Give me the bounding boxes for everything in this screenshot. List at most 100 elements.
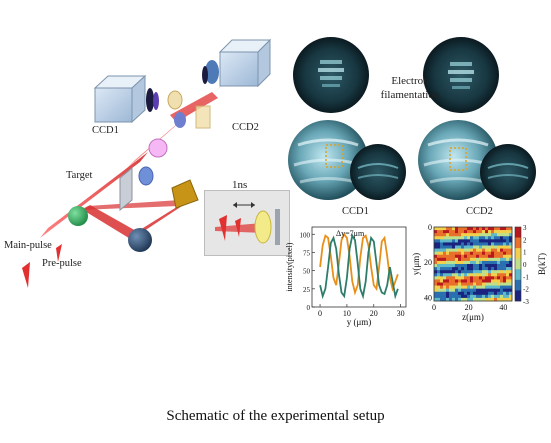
heatmap-cell: [482, 248, 486, 252]
colorbar-tick-label: -2: [523, 286, 529, 294]
heatmap-cell: [497, 251, 501, 256]
line-chart-ytick-label: 100: [300, 231, 311, 239]
heatmap-cell: [503, 279, 507, 283]
heatmap-cell: [506, 273, 510, 277]
heatmap-cell: [482, 282, 486, 286]
heatmap-cell: [437, 291, 441, 296]
heatmap-cell: [473, 260, 477, 265]
heatmap-cell: [449, 236, 453, 240]
heatmap-cell: [443, 297, 447, 302]
heatmap-cell: [500, 248, 504, 252]
heatmap-cell: [449, 285, 453, 289]
heatmap-ytick-label: 20: [424, 258, 432, 267]
heatmap-cell: [434, 260, 438, 265]
heatmap-cell: [443, 254, 447, 259]
heatmap-cell: [464, 227, 468, 231]
heatmap-cell: [506, 267, 510, 271]
heatmap-cell: [494, 251, 498, 256]
heatmap-cell: [485, 288, 489, 293]
heatmap-cell: [497, 245, 501, 249]
heatmap-cell: [500, 254, 504, 259]
heatmap-cell: [509, 242, 513, 246]
heatmap-cell: [473, 276, 477, 280]
heatmap-cell: [443, 285, 447, 289]
heatmap-cell: [449, 239, 453, 243]
heatmap-cell: [473, 245, 477, 249]
heatmap-cell: [503, 236, 507, 240]
heatmap-cell: [482, 239, 486, 243]
heatmap-cell: [476, 276, 480, 280]
heatmap-cell: [458, 276, 462, 280]
heatmap-cell: [464, 248, 468, 252]
heatmap-cell: [440, 242, 444, 246]
heatmap-cell: [458, 294, 462, 299]
heatmap-cell: [488, 260, 492, 265]
heatmap-cell: [494, 254, 498, 259]
ccd1-image: [288, 120, 406, 200]
heatmap-cell: [494, 260, 498, 265]
gold-prism: [171, 179, 199, 209]
colorbar-tick-label: 2: [523, 236, 527, 244]
heatmap-cell: [440, 227, 444, 231]
colorbar-tick-label: 0: [523, 261, 527, 269]
heatmap-cell: [500, 242, 504, 246]
heatmap-cell: [488, 236, 492, 240]
heatmap-cell: [443, 276, 447, 280]
heatmap-cell: [503, 257, 507, 262]
heatmap-cell: [464, 291, 468, 296]
heatmap-cell: [488, 291, 492, 296]
delay-inset: [204, 190, 290, 256]
heatmap-cell: [461, 230, 465, 234]
heatmap-cell: [446, 279, 450, 283]
heatmap-cell: [494, 291, 498, 296]
heatmap-cell: [446, 297, 450, 302]
pre-pulse-wavefront: [56, 244, 62, 262]
heatmap-cell: [485, 270, 489, 274]
heatmap-cell: [476, 260, 480, 265]
heatmap-cell: [488, 245, 492, 249]
heatmap-cell: [437, 267, 441, 271]
heatmap-cell: [500, 291, 504, 296]
heatmap-cell: [476, 294, 480, 299]
heatmap-cell: [485, 264, 489, 268]
heatmap-cell: [491, 233, 495, 237]
heatmap-cell: [455, 236, 459, 240]
heatmap-cell: [494, 297, 498, 302]
top-left-image: [293, 37, 369, 113]
heatmap-cell: [461, 239, 465, 243]
heatmap-cell: [485, 279, 489, 283]
colorbar-label: B(kT): [537, 253, 547, 275]
heatmap-cell: [500, 245, 504, 249]
heatmap-cell: [434, 279, 438, 283]
heatmap-cell: [506, 242, 510, 246]
heatmap-cell: [473, 264, 477, 268]
heatmap-cell: [497, 288, 501, 293]
heatmap-cell: [449, 230, 453, 234]
heatmap-cell: [500, 230, 504, 234]
heatmap-cell: [506, 297, 510, 302]
heatmap-cell: [494, 264, 498, 268]
heatmap-cell: [509, 285, 513, 289]
heatmap-cell: [485, 251, 489, 256]
heatmap-cell: [479, 294, 483, 299]
heatmap-cell: [488, 257, 492, 262]
heatmap-cell: [503, 267, 507, 271]
heatmap-cell: [440, 276, 444, 280]
heatmap-cell: [470, 282, 474, 286]
heatmap-cell: [467, 276, 471, 280]
heatmap-cell: [473, 230, 477, 234]
heatmap-cell: [473, 297, 477, 302]
line-chart-ylabel: intensity(pixel): [285, 242, 294, 291]
heatmap-cell: [443, 233, 447, 237]
heatmap-cell: [488, 279, 492, 283]
heatmap-cell: [470, 267, 474, 271]
heatmap-cell: [443, 279, 447, 283]
heatmap-cell: [503, 251, 507, 256]
heatmap-cell: [464, 236, 468, 240]
heatmap-cell: [440, 279, 444, 283]
ccd2-camera-label: CCD2: [232, 122, 259, 133]
heatmap-cell: [491, 294, 495, 299]
heatmap-cell: [491, 288, 495, 293]
heatmap-cell: [476, 291, 480, 296]
heatmap-cell: [467, 233, 471, 237]
